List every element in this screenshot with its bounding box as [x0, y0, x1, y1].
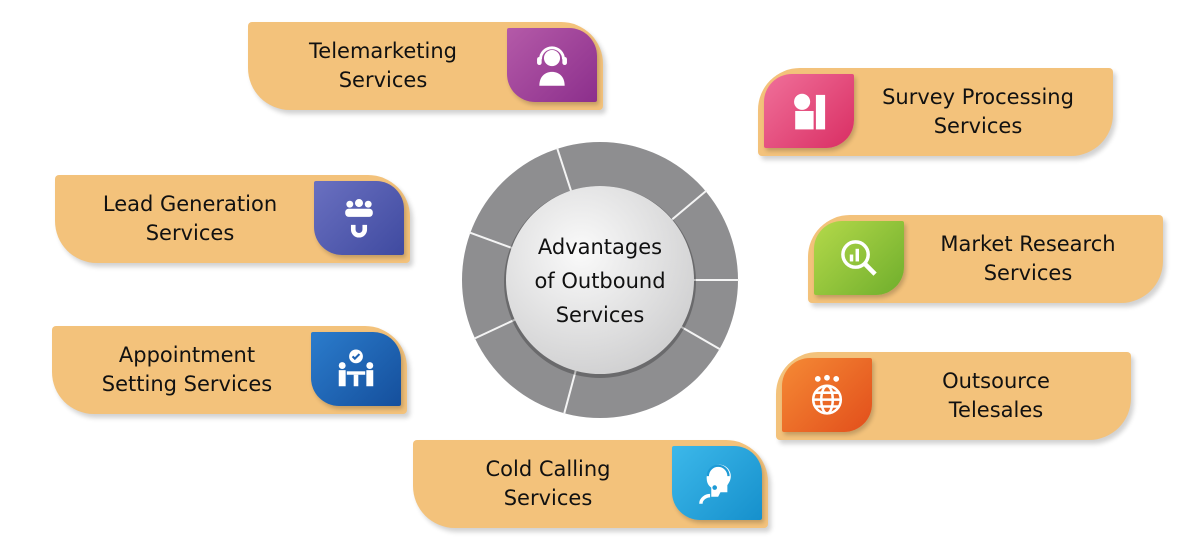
outbound-wheel [462, 142, 739, 418]
ring-divider [473, 317, 519, 340]
card-label: Outsource [942, 369, 1050, 393]
headset-agent-icon [507, 28, 597, 102]
ring-divider [668, 189, 708, 223]
card-label: Telemarketing [309, 39, 457, 63]
research-magnifier-icon [814, 221, 904, 295]
card-label: Survey Processing [882, 85, 1074, 109]
card-label: Cold Calling [485, 457, 611, 481]
card-label: Market Research [940, 232, 1116, 256]
center-circle [506, 186, 694, 374]
meeting-icon [311, 332, 401, 406]
ring-divider [677, 324, 721, 351]
card-label: Services [503, 486, 593, 510]
card-label: Lead Generation [102, 192, 278, 216]
card-label: Services [338, 68, 428, 92]
title-line: of Outbound [534, 269, 666, 293]
call-agent-icon [672, 446, 762, 520]
globe-team-icon [782, 358, 872, 432]
survey-icon [764, 74, 854, 148]
card-label: Services [145, 221, 235, 245]
title-line: Services [555, 303, 645, 327]
ring-divider [556, 147, 574, 195]
lead-magnet-icon [314, 181, 404, 255]
ring-divider [469, 231, 516, 251]
card-label: Services [983, 261, 1073, 285]
center-title: Advantages of Outbound Services [505, 230, 695, 332]
title-line: Advantages [537, 235, 663, 259]
card-label: Services [933, 114, 1023, 138]
card-label: Appointment [118, 343, 256, 367]
card-label: Setting Services [101, 372, 273, 396]
ring-divider [563, 366, 578, 415]
card-label: Telesales [948, 398, 1044, 422]
